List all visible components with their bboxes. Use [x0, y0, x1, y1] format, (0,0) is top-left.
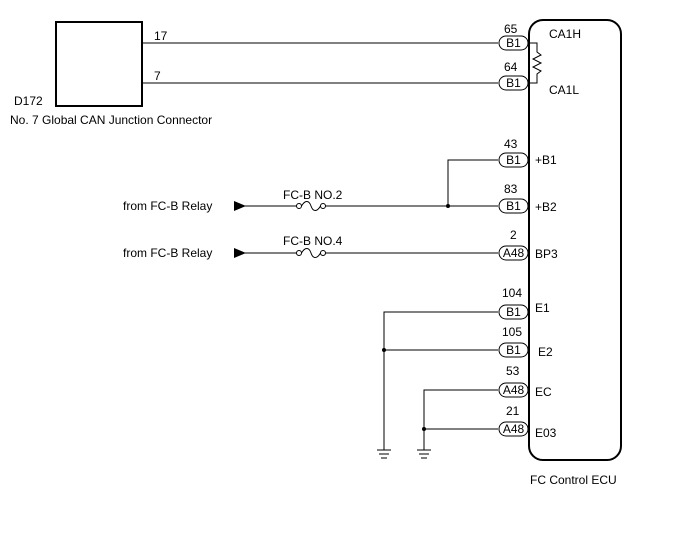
fuse-terminal-2b [320, 250, 326, 256]
connector-badge-21 [498, 421, 529, 437]
pin-number-65: 65 [504, 22, 518, 36]
signal-label-e03: E03 [535, 426, 557, 440]
fuse-terminal-1b [320, 203, 326, 209]
pin-number-105: 105 [502, 325, 522, 339]
junction-connector-box [55, 21, 143, 107]
connector-label-53: A48 [503, 383, 525, 397]
fuse-terminal-2a [296, 250, 302, 256]
connector-label-43: B1 [506, 153, 521, 167]
fuse-2-icon [301, 248, 321, 258]
junction-connector-id: D172 [14, 94, 43, 108]
ecu-name: FC Control ECU [530, 473, 617, 487]
connector-badge-64 [498, 75, 529, 91]
splice-point-e03 [422, 427, 426, 431]
connector-badge-2 [498, 245, 529, 261]
connector-label-105: B1 [506, 343, 521, 357]
signal-label-ec: EC [535, 385, 552, 399]
splice-point-power [446, 204, 450, 208]
signal-label-ca1l: CA1L [549, 83, 579, 97]
connector-badge-43 [498, 152, 529, 168]
connector-badge-53 [498, 382, 529, 398]
fuse-label-1: FC-B NO.2 [283, 188, 343, 202]
connector-label-2: A48 [503, 246, 525, 260]
splice-point-e2 [382, 348, 386, 352]
pin-number-53: 53 [506, 364, 520, 378]
fuse-1-icon [301, 201, 321, 211]
connector-label-65: B1 [506, 36, 521, 50]
junction-pin-top: 17 [154, 29, 168, 43]
signal-label-bp3: BP3 [535, 247, 558, 261]
input-arrow-2-icon [234, 248, 246, 258]
pin-number-83: 83 [504, 182, 518, 196]
connector-badge-105 [498, 342, 529, 358]
signal-label-e2: E2 [538, 345, 553, 359]
pin-number-21: 21 [506, 404, 520, 418]
connector-badge-65 [498, 35, 529, 51]
fuse-label-2: FC-B NO.4 [283, 234, 343, 248]
ground-ec-wire [423, 389, 498, 450]
ground-e1-wire [383, 311, 498, 450]
input-arrow-1-icon [234, 201, 246, 211]
connector-badge-83 [498, 198, 529, 214]
signal-label-b1: +B1 [535, 153, 557, 167]
connector-label-83: B1 [506, 199, 521, 213]
fuse-terminal-1a [296, 203, 302, 209]
pin-number-104: 104 [502, 286, 522, 300]
ecu-box [528, 19, 622, 461]
connector-label-104: B1 [506, 305, 521, 319]
input-source-2: from FC-B Relay [123, 246, 212, 260]
signal-label-b2: +B2 [535, 200, 557, 214]
pin-number-2: 2 [510, 228, 517, 242]
signal-label-e1: E1 [535, 301, 550, 315]
termination-resistor-icon [529, 42, 543, 84]
input-source-1: from FC-B Relay [123, 199, 212, 213]
signal-label-ca1h: CA1H [549, 27, 581, 41]
junction-pin-bottom: 7 [154, 69, 161, 83]
pin-number-64: 64 [504, 60, 518, 74]
ground-symbol-1-icon [377, 449, 391, 459]
connector-label-64: B1 [506, 76, 521, 90]
connector-badge-104 [498, 304, 529, 320]
ground-symbol-2-icon [417, 449, 431, 459]
pin-number-43: 43 [504, 137, 518, 151]
connector-label-21: A48 [503, 422, 525, 436]
junction-connector-name: No. 7 Global CAN Junction Connector [10, 113, 212, 127]
power-b1-wire [447, 159, 498, 206]
